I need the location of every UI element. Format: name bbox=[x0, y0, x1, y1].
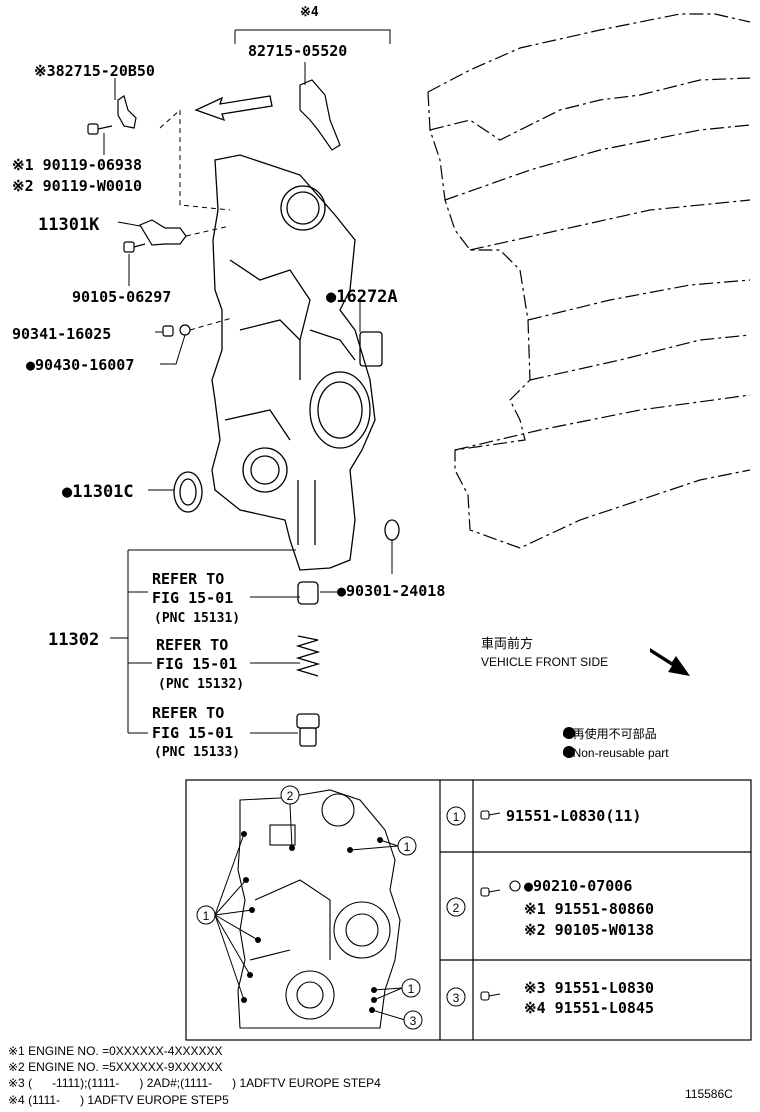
figure-id: 115586C bbox=[685, 1087, 733, 1101]
label-90301-24018: ●90301-24018 bbox=[337, 582, 445, 600]
legend-en: ● Non-reusable part bbox=[562, 746, 669, 760]
svg-text:1: 1 bbox=[203, 909, 210, 923]
table-row-1-number: 1 bbox=[446, 806, 466, 826]
bolt-icon bbox=[480, 880, 521, 897]
inset-bolt-dots bbox=[241, 831, 383, 1013]
refer-2-line1: REFER TO bbox=[156, 636, 228, 654]
footnote-3: ※3 ( -1111);(1111- ) 2AD#;(1111- ) 1ADFT… bbox=[8, 1076, 381, 1090]
part-82715-05520-bracket bbox=[299, 79, 341, 151]
legend-jp: ● 再使用不可部品 bbox=[562, 726, 657, 741]
label-11301C: ●11301C bbox=[62, 482, 134, 502]
refer-2-pnc: (PNC 15132) bbox=[158, 677, 244, 692]
note4-marker: ※4 bbox=[300, 5, 319, 20]
legend-bullet-jp bbox=[563, 727, 575, 739]
svg-text:1: 1 bbox=[404, 840, 411, 854]
table-row-2-part-c: ※2 90105-W0138 bbox=[524, 921, 654, 939]
svg-text:3: 3 bbox=[453, 991, 460, 1005]
svg-text:3: 3 bbox=[410, 1014, 417, 1028]
table-row-3-number: 3 bbox=[446, 987, 466, 1007]
footnote-2: ※2 ENGINE NO. =5XXXXXX-9XXXXXX bbox=[8, 1060, 222, 1074]
leader-lines bbox=[103, 29, 393, 734]
svg-text:1: 1 bbox=[453, 810, 460, 824]
refer-1-line2: FIG 15-01 bbox=[152, 589, 233, 607]
label-90341-16025: 90341-16025 bbox=[12, 325, 111, 343]
svg-text:2: 2 bbox=[287, 789, 294, 803]
inset-marker-2: 2 bbox=[280, 785, 300, 805]
refer-1-line1: REFER TO bbox=[152, 570, 224, 588]
table-row-1-part: 91551-L0830(11) bbox=[506, 807, 641, 825]
part-11301C-oil-seal bbox=[173, 471, 203, 513]
inset-marker-3: 3 bbox=[403, 1010, 423, 1030]
label-82715-20B50: ※382715-20B50 bbox=[34, 62, 155, 80]
refer-3-pnc: (PNC 15133) bbox=[154, 745, 240, 760]
label-16272A: ●16272A bbox=[326, 287, 398, 307]
part-11301K-sensor bbox=[139, 219, 187, 246]
table-row-2-number: 2 bbox=[446, 897, 466, 917]
refer-1-pnc: (PNC 15131) bbox=[154, 611, 240, 626]
part-15132-spring bbox=[295, 635, 321, 677]
direction-jp: 車両前方 bbox=[481, 636, 533, 651]
bolt-icon bbox=[480, 810, 501, 820]
legend-bullet-en bbox=[563, 746, 575, 758]
label-11301K: 11301K bbox=[38, 215, 100, 235]
inset-marker-1a: 1 bbox=[196, 905, 216, 925]
part-90301-24018-o-ring bbox=[384, 519, 400, 541]
footnote-1: ※1 ENGINE NO. =0XXXXXX-4XXXXXX bbox=[8, 1044, 222, 1058]
table-row-3-part-b: ※4 91551-L0845 bbox=[524, 999, 654, 1017]
label-90105-06297: 90105-06297 bbox=[72, 288, 171, 306]
svg-text:1: 1 bbox=[408, 982, 415, 996]
part-15133-plug bbox=[296, 713, 320, 747]
label-11302: 11302 bbox=[48, 630, 99, 650]
timing-chain-cover bbox=[211, 154, 376, 571]
part-90119-bolt bbox=[87, 123, 113, 135]
part-82715-20B50-clamp bbox=[117, 95, 137, 129]
refer-2-line2: FIG 15-01 bbox=[156, 655, 237, 673]
refer-3-line1: REFER TO bbox=[152, 704, 224, 722]
label-90119-W0010: ※2 90119-W0010 bbox=[12, 177, 142, 195]
inset-marker-1b: 1 bbox=[397, 836, 417, 856]
engine-block-outline bbox=[427, 13, 751, 549]
vehicle-front-arrow-icon bbox=[650, 648, 690, 676]
label-82715-05520: 82715-05520 bbox=[248, 42, 347, 60]
inset-marker-1c: 1 bbox=[401, 978, 421, 998]
direction-en: VEHICLE FRONT SIDE bbox=[481, 655, 608, 669]
part-15131 bbox=[297, 581, 319, 605]
arrow-left-icon bbox=[194, 95, 273, 122]
part-90341-bolt bbox=[162, 324, 191, 337]
inset-cover-drawing bbox=[237, 789, 401, 1029]
footnote-4: ※4 (1111- ) 1ADFTV EUROPE STEP5 bbox=[8, 1093, 229, 1107]
svg-text:2: 2 bbox=[453, 901, 460, 915]
part-90105-06297-bolt bbox=[123, 241, 146, 253]
refer-3-line2: FIG 15-01 bbox=[152, 724, 233, 742]
table-row-2-part-a: ●90210-07006 bbox=[524, 877, 632, 895]
inset-table-frame bbox=[185, 779, 752, 1041]
label-90119-06938: ※1 90119-06938 bbox=[12, 156, 142, 174]
label-90430-16007: ●90430-16007 bbox=[26, 356, 134, 374]
table-row-2-part-b: ※1 91551-80860 bbox=[524, 900, 654, 918]
table-row-3-part-a: ※3 91551-L0830 bbox=[524, 979, 654, 997]
part-16272A-gasket bbox=[359, 331, 383, 367]
inset-leader-lines bbox=[214, 803, 406, 1021]
bolt-icon bbox=[480, 991, 501, 1001]
